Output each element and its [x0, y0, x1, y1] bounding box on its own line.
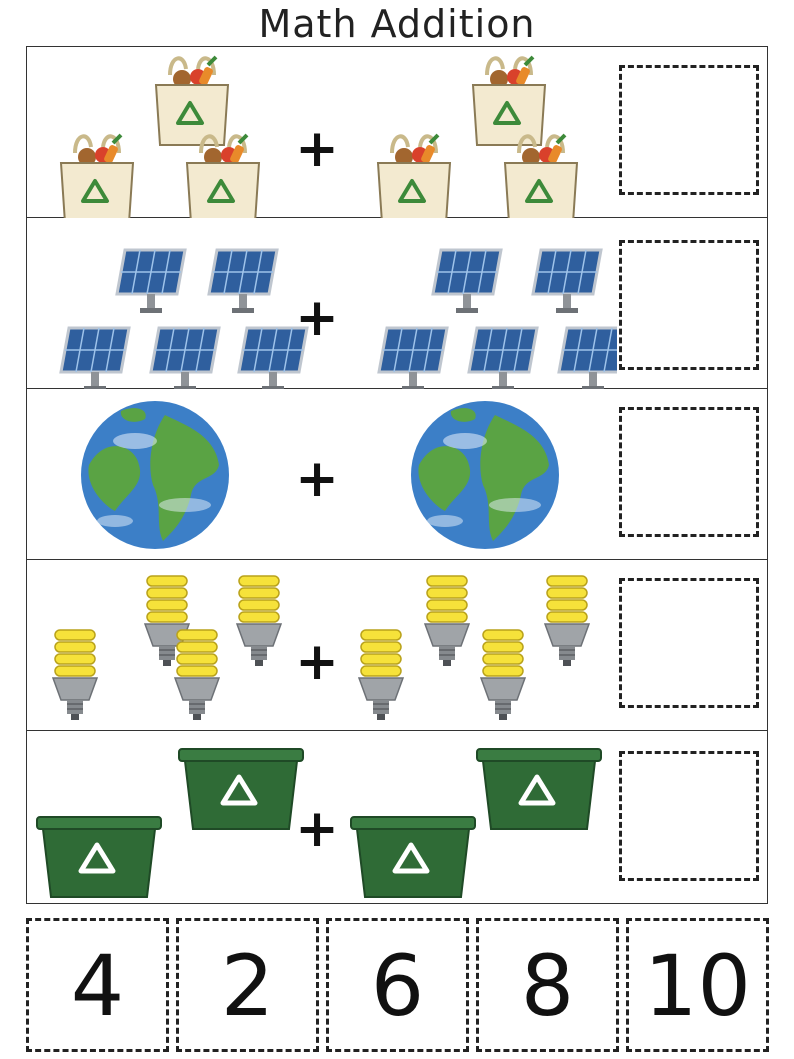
grocery-bag-icon [376, 133, 452, 218]
answer-box[interactable] [619, 65, 759, 195]
problem-grid: + + [26, 46, 768, 904]
grocery-bag-icon [471, 55, 547, 147]
answer-card[interactable]: 2 [176, 918, 319, 1052]
answer-box[interactable] [619, 407, 759, 537]
problem-row-light-bulbs: + [27, 560, 767, 731]
answer-card[interactable]: 6 [326, 918, 469, 1052]
solar-panel-icon [431, 248, 503, 315]
answer-card-number: 4 [70, 937, 125, 1035]
plus-sign: + [295, 799, 339, 859]
answer-card[interactable]: 4 [26, 918, 169, 1052]
answer-card[interactable]: 10 [626, 918, 769, 1052]
recycle-bin-icon [37, 817, 161, 897]
solar-panel-icon [467, 326, 539, 389]
grocery-bag-icon [154, 55, 230, 147]
grocery-bag-icon [503, 133, 579, 218]
light-bulb-icon [174, 629, 220, 721]
grocery-bag-icon [59, 133, 135, 218]
plus-sign: + [295, 119, 339, 179]
solar-panel-icon [557, 326, 617, 389]
problem-row-solar-panels: + [27, 218, 767, 389]
earth-globe-icon [81, 401, 229, 549]
solar-panel-icon [115, 248, 187, 315]
recycle-bin-icon [477, 749, 601, 829]
answer-card[interactable]: 8 [476, 918, 619, 1052]
problem-row-earth: + [27, 389, 767, 560]
answer-box[interactable] [619, 751, 759, 881]
recycle-bin-icon [179, 749, 303, 829]
light-bulb-icon [424, 575, 470, 667]
earth-globe-icon [411, 401, 559, 549]
light-bulb-icon [544, 575, 590, 667]
solar-panel-icon [531, 248, 603, 315]
light-bulb-icon [358, 629, 404, 721]
answer-card-number: 2 [220, 937, 275, 1035]
problem-row-grocery-bags: + [27, 47, 767, 218]
answer-card-number: 10 [644, 937, 751, 1035]
solar-panel-icon [207, 248, 279, 315]
solar-panel-icon [149, 326, 221, 389]
solar-panel-icon [59, 326, 131, 389]
light-bulb-icon [480, 629, 526, 721]
answer-box[interactable] [619, 578, 759, 708]
problem-row-recycle-bins: + [27, 731, 767, 902]
answer-box[interactable] [619, 240, 759, 370]
plus-sign: + [295, 288, 339, 348]
answer-card-number: 8 [520, 937, 575, 1035]
recycle-bin-icon [351, 817, 475, 897]
answer-card-number: 6 [370, 937, 425, 1035]
solar-panel-icon [377, 326, 449, 389]
light-bulb-icon [236, 575, 282, 667]
grocery-bag-icon [185, 133, 261, 218]
plus-sign: + [295, 449, 339, 509]
plus-sign: + [295, 632, 339, 692]
light-bulb-icon [52, 629, 98, 721]
worksheet-title: Math Addition [258, 2, 536, 46]
